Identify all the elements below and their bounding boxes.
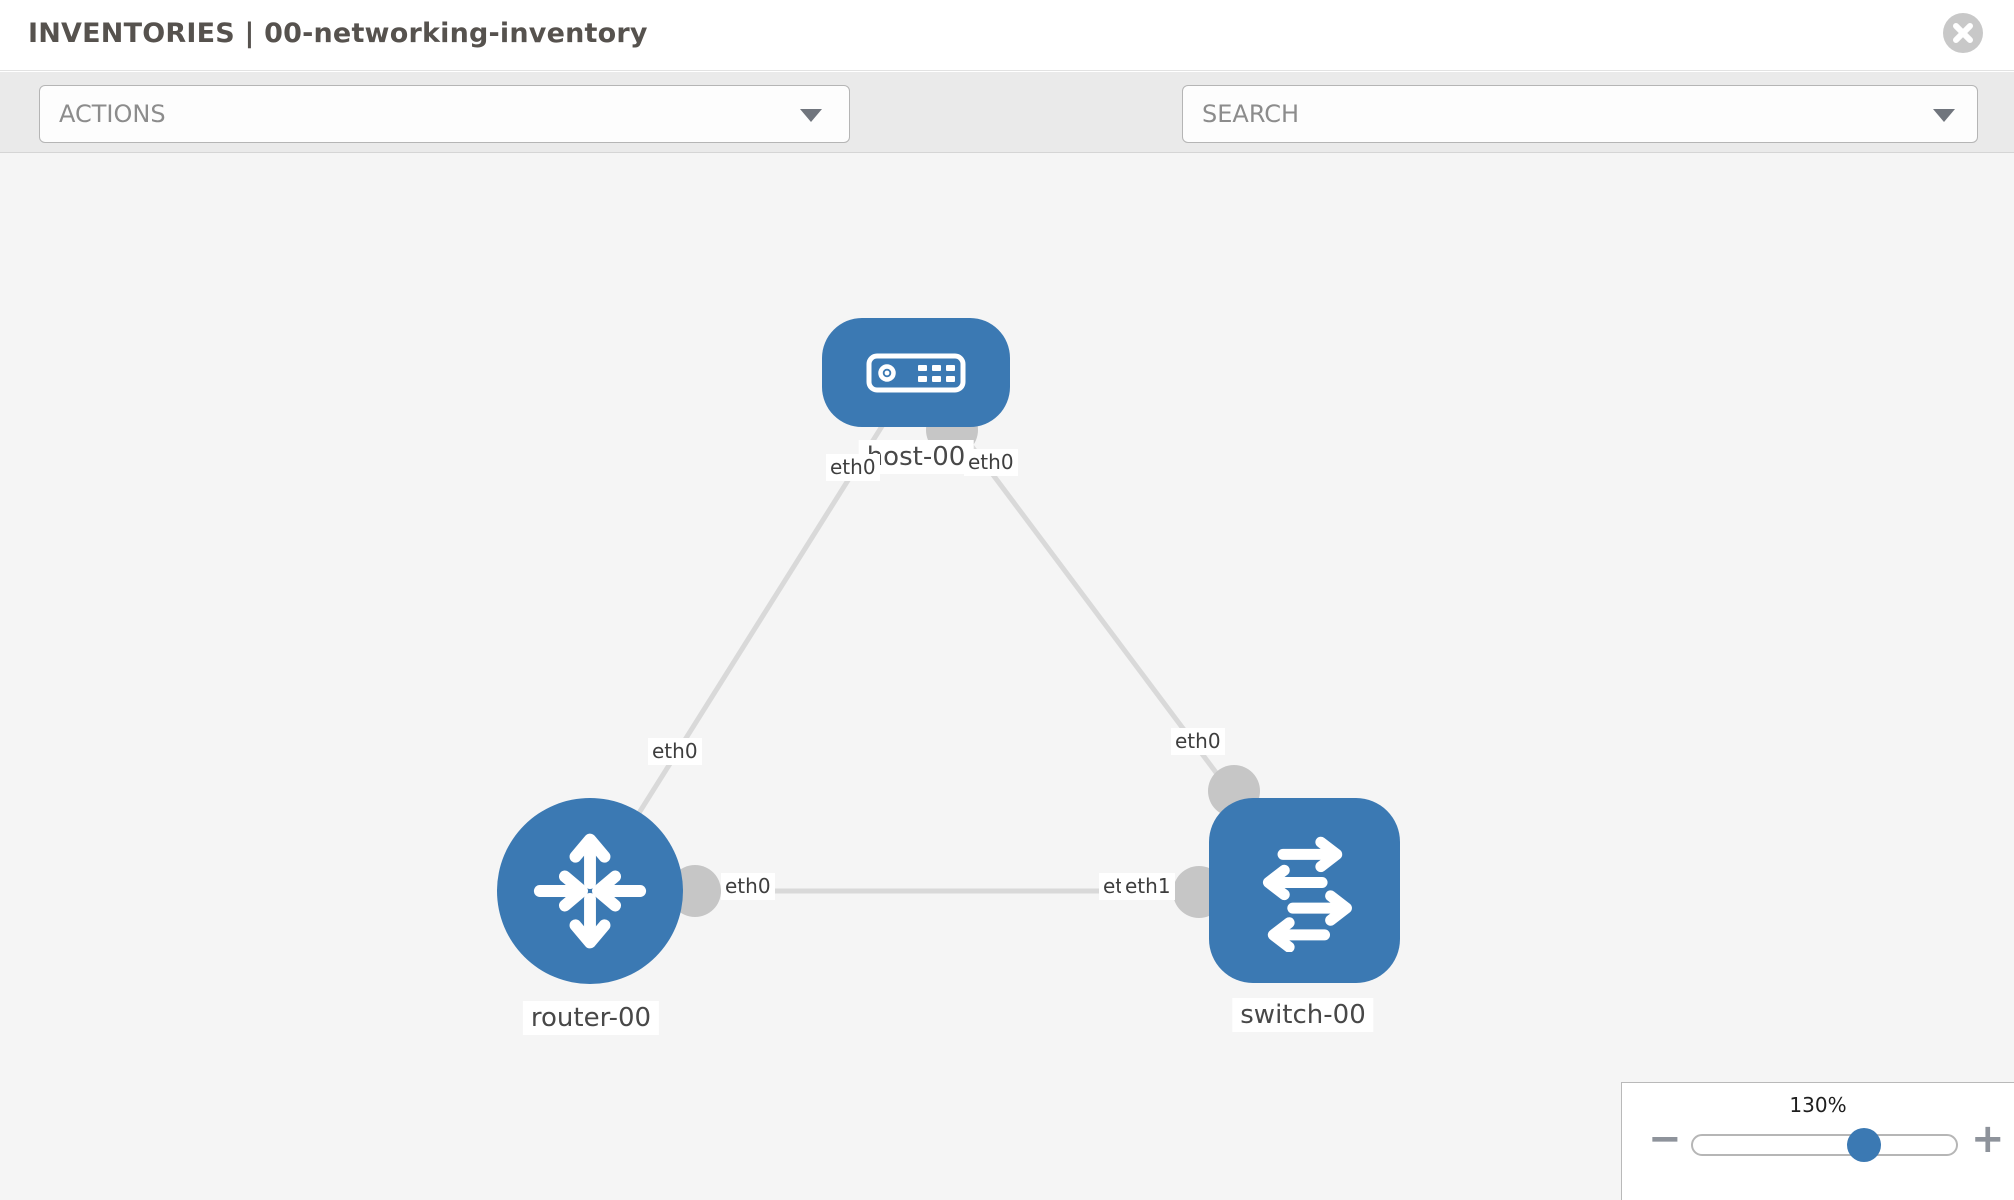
interface-label-host-eth0-right: eth0 [964, 449, 1018, 476]
close-button[interactable] [1943, 13, 1983, 53]
topology-canvas[interactable]: host-00 router-00 switch-00 eth0 eth0 et… [0, 153, 2014, 1200]
page-title: INVENTORIES | 00-networking-inventory [28, 18, 648, 49]
zoom-level-readout: 130% [1789, 1093, 1847, 1117]
interface-label-router-eth0: eth0 [721, 873, 775, 900]
zoom-panel: 130% − + [1621, 1082, 2014, 1200]
node-router-00[interactable] [497, 798, 683, 984]
node-host-00[interactable] [822, 318, 1010, 427]
actions-dropdown-label: ACTIONS [59, 100, 166, 128]
links-layer [587, 370, 1307, 918]
host-icon [866, 352, 966, 394]
node-label-router: router-00 [522, 1001, 660, 1035]
window-header: INVENTORIES | 00-networking-inventory [0, 0, 2014, 71]
chevron-down-icon [800, 109, 822, 122]
interface-label-host-eth0-left: eth0 [826, 454, 880, 481]
toolbar: ACTIONS SEARCH [0, 72, 2014, 202]
search-dropdown[interactable]: SEARCH [1182, 85, 1978, 143]
switch-icon [1244, 830, 1366, 952]
interface-label-router-eth0-uplink: eth0 [648, 738, 702, 765]
zoom-out-button[interactable]: − [1648, 1116, 1682, 1162]
node-switch-00[interactable] [1209, 798, 1400, 983]
search-placeholder: SEARCH [1202, 100, 1300, 128]
router-icon [524, 825, 656, 957]
actions-dropdown[interactable]: ACTIONS [39, 85, 850, 143]
zoom-slider-thumb[interactable] [1847, 1128, 1881, 1162]
node-label-switch: switch-00 [1232, 998, 1374, 1032]
chevron-down-icon [1933, 109, 1955, 122]
interface-label-switch-eth1: eth1 [1121, 873, 1175, 900]
zoom-slider-track[interactable] [1691, 1134, 1958, 1156]
interface-label-switch-eth0: eth0 [1171, 728, 1225, 755]
close-icon [1950, 20, 1976, 46]
zoom-in-button[interactable]: + [1971, 1116, 2005, 1162]
